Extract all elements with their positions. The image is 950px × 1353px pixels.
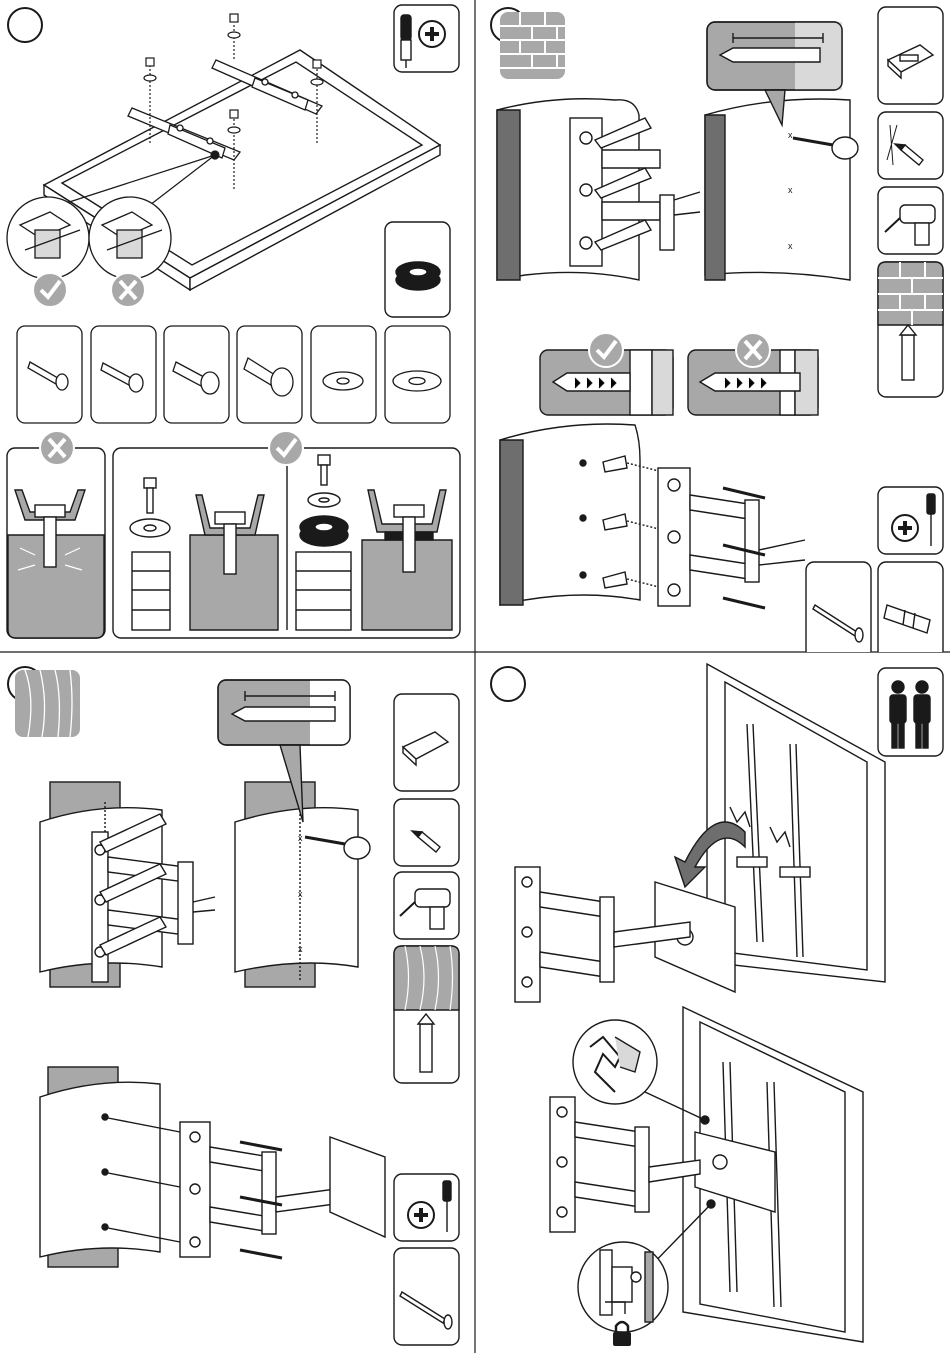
tool-box-screwdriver bbox=[394, 5, 459, 72]
tool-box-masonry-bit bbox=[878, 262, 943, 397]
wrong-mounting-example bbox=[7, 431, 105, 638]
step-attach-brackets-panel bbox=[0, 0, 475, 652]
tool-box-pencil bbox=[878, 112, 943, 179]
hardware-washer-large bbox=[385, 326, 450, 423]
wall-drilling-illustration: x x x bbox=[705, 99, 858, 280]
brick-wall-icon bbox=[500, 12, 565, 79]
svg-text:x: x bbox=[298, 889, 303, 899]
svg-text:x: x bbox=[298, 944, 303, 954]
tool-box-screwdriver bbox=[394, 1174, 459, 1241]
stud-marking-illustration bbox=[40, 782, 215, 987]
hook-detail-circle bbox=[573, 1020, 657, 1104]
correct-mounting-example bbox=[113, 431, 460, 638]
step-wood-stud-panel: x x x bbox=[0, 652, 475, 1353]
svg-text:x: x bbox=[298, 833, 303, 843]
wall-anchor-install bbox=[500, 424, 805, 608]
wood-grain-icon bbox=[15, 670, 80, 737]
svg-text:x: x bbox=[788, 241, 793, 251]
step-hang-tv-panel bbox=[475, 652, 950, 1353]
tool-box-drill bbox=[394, 872, 459, 939]
two-person-icon bbox=[878, 668, 943, 756]
hardware-screw-m8 bbox=[237, 326, 302, 423]
detail-circle-wrong bbox=[89, 197, 171, 307]
hardware-box-lag-screw bbox=[806, 562, 871, 652]
tool-box-pencil bbox=[394, 799, 459, 866]
svg-text:x: x bbox=[788, 130, 793, 140]
hardware-screw-m4 bbox=[17, 326, 82, 423]
lock-detail-circle bbox=[578, 1242, 668, 1332]
detail-circle-correct bbox=[7, 197, 89, 307]
hardware-screw-m6 bbox=[164, 326, 229, 423]
svg-text:x: x bbox=[788, 185, 793, 195]
tool-box-spirit-level bbox=[394, 694, 459, 791]
wall-marking-illustration bbox=[497, 99, 700, 280]
hardware-screw-m5 bbox=[91, 326, 156, 423]
tv-hang-upper bbox=[515, 664, 885, 1002]
tool-box-spirit-level bbox=[878, 7, 943, 104]
tool-box-screwdriver bbox=[878, 487, 943, 554]
tool-box-wood-bit bbox=[394, 946, 459, 1083]
anchor-depth-wrong bbox=[688, 333, 818, 415]
tool-box-drill bbox=[878, 187, 943, 254]
step-number-circle bbox=[491, 667, 525, 701]
hardware-box-spacer-ring bbox=[385, 222, 450, 317]
hardware-box-lag-screw bbox=[394, 1248, 459, 1345]
anchor-depth-correct bbox=[540, 333, 673, 415]
hardware-washer-small bbox=[311, 326, 376, 423]
hardware-box-wall-anchor bbox=[878, 562, 943, 652]
step-number-circle bbox=[8, 8, 42, 42]
stud-arm-install bbox=[40, 1067, 385, 1267]
step-brick-wall-panel: x x x bbox=[475, 0, 950, 652]
